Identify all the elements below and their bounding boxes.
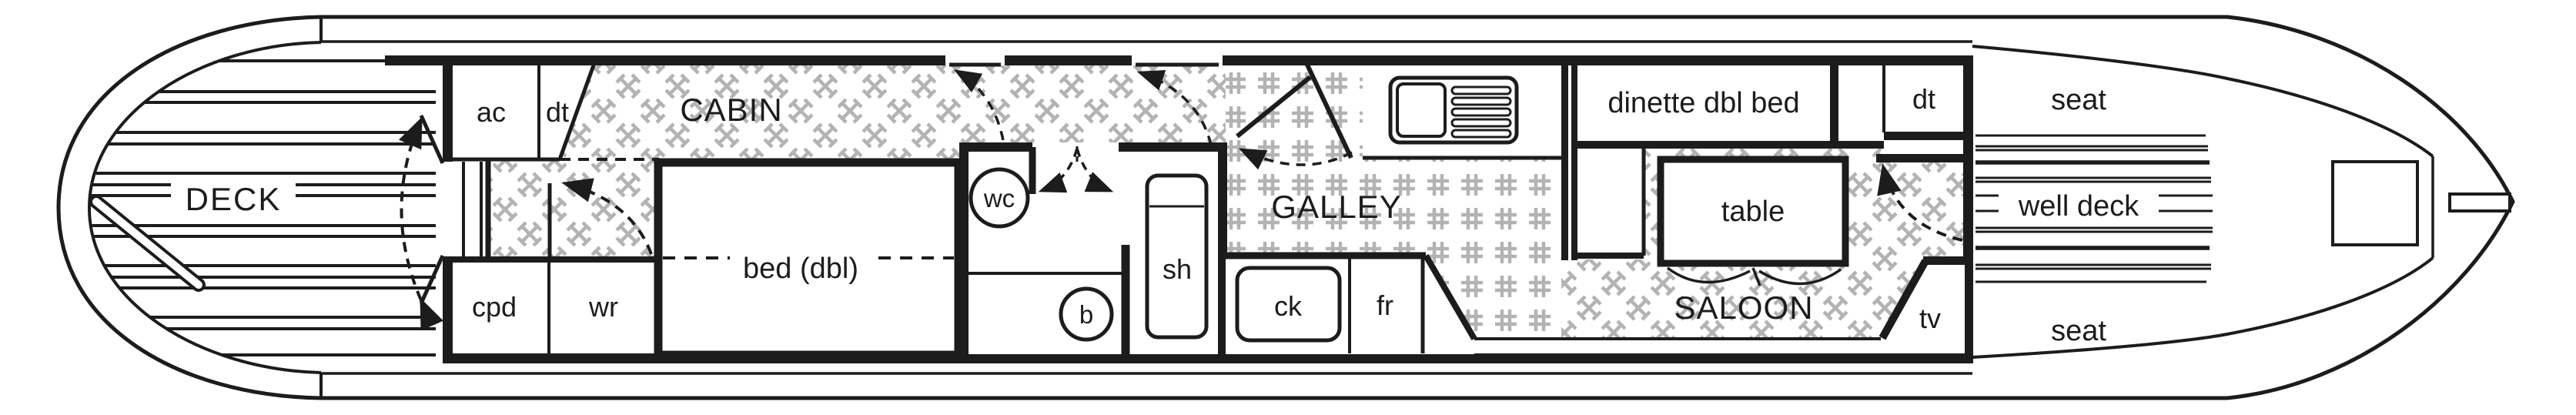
tiller [89, 195, 206, 292]
dinette-right-wall [1830, 59, 1838, 142]
shower-tray [1145, 173, 1209, 340]
tv-diagonal-wall [1878, 259, 1929, 340]
stern-door-swing-arc [398, 116, 443, 331]
hull-inner-bow-top [1972, 45, 2434, 158]
hull-inner-bow-bottom [1972, 256, 2434, 359]
tv-area [1881, 260, 1965, 353]
fridge-label: fr [1377, 289, 1393, 321]
sink-basin [1396, 82, 1447, 138]
tv-label: tv [1919, 303, 1941, 334]
dt-bow-bottom-wall [1884, 132, 1966, 140]
partition-bar-1 [1561, 62, 1568, 260]
stern-door-leaf-top [419, 114, 445, 165]
wc-symbol [969, 167, 1030, 229]
dinette-label: dinette dbl bed [1607, 87, 1799, 119]
stern-deck: DECK [89, 59, 436, 356]
saloon-end-door-arc [1877, 163, 1963, 242]
ac-label: ac [477, 96, 506, 128]
bow-locker [2331, 160, 2419, 246]
well-deck-label: well deck [2018, 190, 2139, 223]
wr-label: wr [588, 291, 618, 323]
gunwale-lines [321, 40, 1972, 375]
saloon-end-wall [1876, 154, 1966, 162]
galley-door-swing-arc [1238, 148, 1353, 170]
entrance-steps [462, 162, 483, 257]
shower-label: sh [1163, 253, 1192, 285]
hull-outer [56, 15, 2515, 400]
stern-bulkhead-lower [443, 257, 453, 359]
table-label: table [1721, 196, 1785, 228]
basin-label: b [1079, 300, 1093, 329]
stern-rooms: ac dt cpd wr [443, 62, 660, 353]
deck-label: DECK [186, 181, 282, 217]
saloon-floor-hatch [1561, 145, 1965, 339]
galley-door-leaf-2 [1304, 62, 1353, 159]
dt-stern-label: dt [546, 96, 569, 128]
saloon-table [1657, 156, 1849, 267]
sink-drainer [1450, 85, 1512, 139]
deck-label-bg [171, 176, 296, 223]
stern-bulkhead-upper [443, 59, 453, 162]
roof-hatches [945, 55, 1223, 67]
tv-top-wall [1923, 256, 1972, 265]
dt-bow-label: dt [1912, 83, 1935, 115]
cooker-label: ck [1274, 290, 1303, 322]
galley-floor-hatch [1226, 62, 1561, 339]
bathroom-door-swing-left [1038, 148, 1079, 193]
roof-hatch-arc-2 [1136, 69, 1213, 146]
galley: ck fr GALLEY [953, 62, 1881, 354]
partition-bar-2 [1571, 62, 1577, 260]
galley-door-leaf-1 [1236, 75, 1312, 139]
basin-symbol [1059, 286, 1114, 342]
well-deck-label-bg [1999, 186, 2159, 226]
galley-diagonal-wall [1423, 253, 1477, 341]
wr-door-swing-arc [561, 178, 653, 255]
table-seat-arcs [1666, 266, 1842, 286]
sink-unit [1388, 75, 1519, 145]
cooker-hob [1235, 266, 1342, 343]
well-deck: well deck seat seat [1975, 84, 2511, 347]
bed-label: bed (dbl) [743, 253, 858, 285]
saloon-label: SALOON [1674, 289, 1813, 326]
bathroom: wc b sh [959, 142, 1227, 354]
hull-outline [56, 15, 2515, 400]
cabin-label: CABIN [680, 92, 782, 128]
bathroom-door-swing-right [1076, 148, 1114, 192]
hull-inner-stern [87, 41, 322, 374]
dinette-bottom-wall [1576, 141, 1884, 149]
bow-fender [2448, 192, 2511, 213]
wc-label: wc [983, 184, 1015, 213]
bed-room: bed (dbl) [547, 158, 963, 360]
galley-label: GALLEY [1271, 189, 1401, 225]
stern-door-leaf-bottom [419, 254, 445, 305]
cpd-label: cpd [472, 291, 517, 323]
seat-top-label: seat [2051, 84, 2106, 116]
stern-doors [398, 114, 445, 331]
bed-label-bg [730, 244, 871, 283]
seat-bottom-label: seat [2051, 315, 2106, 347]
dt-door-diagonal [557, 62, 597, 160]
saloon: dinette dbl bed dt table SALOON tv [1561, 59, 1972, 353]
